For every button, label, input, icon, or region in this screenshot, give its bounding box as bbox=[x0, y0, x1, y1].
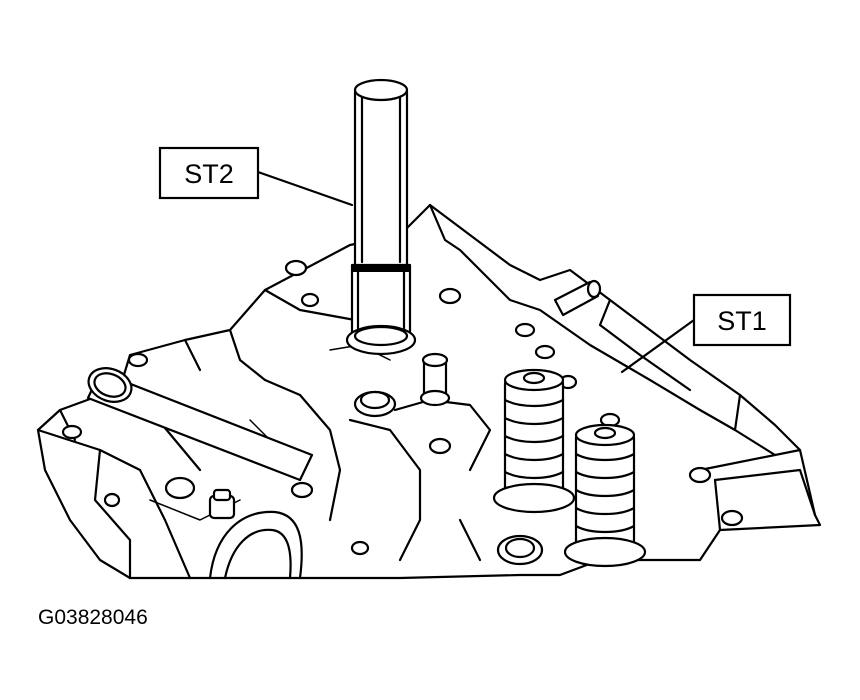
hose-fitting bbox=[208, 488, 303, 580]
valve-spring-1 bbox=[492, 368, 576, 514]
callout-st1-label: ST1 bbox=[717, 306, 767, 336]
figure-id: G03828046 bbox=[38, 606, 148, 629]
st1-tool bbox=[553, 279, 602, 317]
callout-st2: ST2 bbox=[158, 146, 354, 207]
valve-spring-2 bbox=[563, 423, 647, 568]
st2-tool bbox=[345, 78, 417, 356]
cam-bearing-tube bbox=[86, 367, 314, 482]
callout-st1: ST1 bbox=[620, 293, 792, 374]
callout-st2-label: ST2 bbox=[184, 159, 234, 189]
valve-stem bbox=[419, 352, 451, 407]
